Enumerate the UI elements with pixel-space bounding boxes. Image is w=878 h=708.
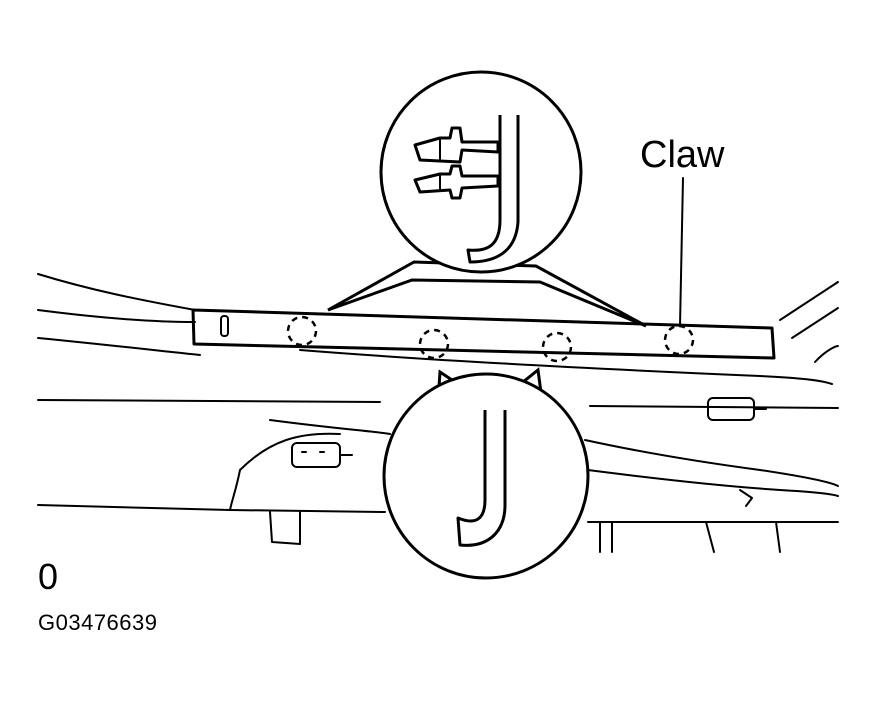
claw-position-4 xyxy=(663,324,695,356)
trim-strip xyxy=(191,308,776,360)
claw-positions xyxy=(286,315,695,363)
connector-right xyxy=(707,397,767,421)
upper-detail-callout xyxy=(327,70,647,328)
orientation-mark: 0 xyxy=(38,556,59,597)
connector-left xyxy=(291,442,353,468)
figure-id: G03476639 xyxy=(38,610,158,635)
claw-label: Claw xyxy=(640,134,725,176)
claw-position-3 xyxy=(541,331,573,363)
vehicle-body-outline xyxy=(37,273,839,553)
lower-detail-callout xyxy=(382,367,590,580)
claw-position-1 xyxy=(286,315,318,347)
claw-position-2 xyxy=(418,328,450,360)
claw-leader-line xyxy=(679,177,684,327)
